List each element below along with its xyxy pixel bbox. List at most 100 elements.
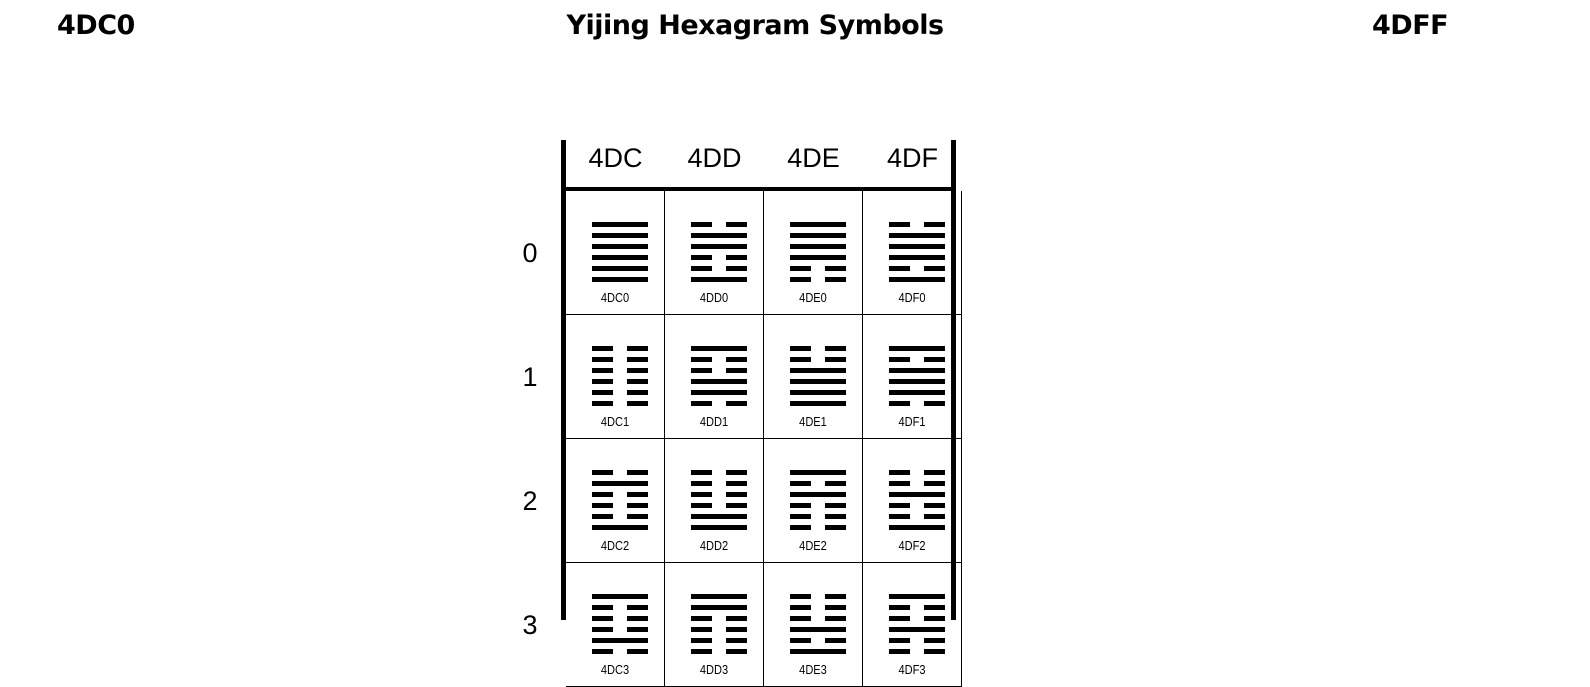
code-point-label: 4DF0 [898,290,926,305]
broken-line-segment [627,627,648,632]
broken-line-segment [592,627,613,632]
broken-line-segment [924,481,945,486]
solid-line [592,525,648,530]
broken-line-segment [924,605,945,610]
broken-line-segment [924,638,945,643]
solid-line [592,594,648,599]
broken-line-segment [924,401,945,406]
solid-line [889,379,945,384]
solid-line [790,379,846,384]
solid-line [691,514,747,519]
broken-line-segment [790,346,811,351]
hexagram-cell[interactable]: 4DE2 [764,439,863,563]
row-header: 3 [522,610,538,640]
broken-line-segment [627,346,648,351]
solid-line [790,470,846,475]
broken-line-segment [592,649,613,654]
broken-line-segment [889,503,910,508]
broken-line-segment [726,255,747,260]
hexagram-glyph-icon [889,222,945,282]
hexagram-cell[interactable]: 4DE1 [764,315,863,439]
hexagram-cell[interactable]: 4DF0 [863,191,962,315]
solid-line [790,244,846,249]
broken-line-segment [592,470,613,475]
broken-line-segment [592,616,613,621]
broken-line-segment [825,481,846,486]
broken-line-segment [691,222,712,227]
hexagram-glyph-icon [790,222,846,282]
solid-line [790,368,846,373]
broken-line-segment [627,368,648,373]
broken-line-segment [825,594,846,599]
code-point-label: 4DC3 [600,662,630,677]
solid-line [691,594,747,599]
broken-line-segment [592,390,613,395]
broken-line-segment [790,266,811,271]
hexagram-cell[interactable]: 4DC3 [566,563,665,687]
broken-line-segment [592,368,613,373]
solid-line [691,379,747,384]
broken-line-segment [889,266,910,271]
hexagram-glyph-icon [691,346,747,406]
hexagram-glyph-icon [889,346,945,406]
range-end: 4DFF [1372,10,1449,41]
broken-line-segment [592,503,613,508]
hexagram-cell[interactable]: 4DE0 [764,191,863,315]
broken-line-segment [627,357,648,362]
code-point-label: 4DE1 [799,414,827,429]
hexagram-cell[interactable]: 4DF3 [863,563,962,687]
broken-line-segment [726,470,747,475]
hexagram-cell[interactable]: 4DC1 [566,315,665,439]
broken-line-segment [592,605,613,610]
hexagram-cell[interactable]: 4DF1 [863,315,962,439]
solid-line [592,638,648,643]
hexagram-cell[interactable]: 4DF2 [863,439,962,563]
row-header: 0 [522,238,538,268]
broken-line-segment [627,514,648,519]
solid-line [889,627,945,632]
broken-line-segment [691,638,712,643]
broken-line-segment [889,649,910,654]
broken-line-segment [726,401,747,406]
broken-line-segment [691,481,712,486]
hexagram-cell[interactable]: 4DD2 [665,439,764,563]
hexagram-cell[interactable]: 4DC0 [566,191,665,315]
solid-line [889,594,945,599]
broken-line-segment [592,401,613,406]
broken-line-segment [726,368,747,373]
code-point-label: 4DD1 [699,414,729,429]
hexagram-glyph-icon [691,222,747,282]
row-header: 1 [522,362,538,392]
hexagram-cell[interactable]: 4DD3 [665,563,764,687]
hexagram-glyph-icon [790,470,846,530]
solid-line [889,277,945,282]
column-header: 4DD [687,143,742,173]
solid-line [592,255,648,260]
broken-line-segment [889,470,910,475]
hexagram-cell[interactable]: 4DE3 [764,563,863,687]
broken-line-segment [825,638,846,643]
broken-line-segment [627,649,648,654]
broken-line-segment [924,266,945,271]
broken-line-segment [790,616,811,621]
solid-line [592,233,648,238]
broken-line-segment [924,649,945,654]
broken-line-segment [691,627,712,632]
broken-line-segment [889,481,910,486]
hexagram-glyph-icon [592,222,648,282]
broken-line-segment [889,616,910,621]
hexagram-cell[interactable]: 4DD1 [665,315,764,439]
code-point-label: 4DD2 [699,538,729,553]
broken-line-segment [691,616,712,621]
broken-line-segment [790,525,811,530]
broken-line-segment [592,379,613,384]
broken-line-segment [924,222,945,227]
code-point-label: 4DC2 [600,538,630,553]
hexagram-cell[interactable]: 4DD0 [665,191,764,315]
code-point-label: 4DE3 [799,662,827,677]
broken-line-segment [790,514,811,519]
broken-line-segment [691,503,712,508]
column-header: 4DF [886,143,938,173]
hexagram-cell[interactable]: 4DC2 [566,439,665,563]
broken-line-segment [889,638,910,643]
